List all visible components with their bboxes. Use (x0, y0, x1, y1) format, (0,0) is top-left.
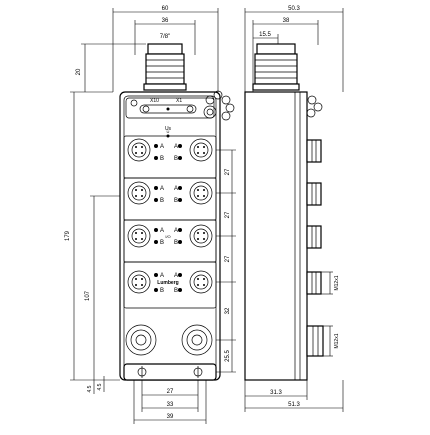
dim-bottom-33: 33 (167, 402, 174, 408)
front-view: 60 36 7/8" 20 179 107 4.5 4.5 (65, 6, 236, 424)
dim-overall-height: 179 (65, 230, 71, 241)
row4-label-a: A (160, 273, 164, 279)
thread-label: 7/8" (160, 34, 170, 40)
top-connector-nut (143, 83, 187, 91)
dim-bottom-27: 27 (167, 389, 174, 395)
m12-port-2 (189, 138, 213, 162)
dim-pitch-2: 27 (225, 211, 231, 218)
label-x1: X1 (176, 98, 182, 104)
dim-bottom-39: 39 (167, 414, 174, 420)
dim-pitch-3: 27 (225, 255, 231, 262)
side-dim-overall-width: 50.3 (288, 6, 300, 12)
power-port-right (181, 324, 213, 356)
svg-text:B: B (174, 156, 178, 162)
row4-label-b: B (160, 288, 164, 294)
brand-logo: Lumberg (157, 280, 178, 286)
power-port-left (125, 324, 157, 356)
row1-label-a: A (160, 144, 164, 150)
dim-pitch-4: 32 (225, 307, 231, 314)
svg-text:A: A (174, 186, 178, 192)
dim-overall-width: 60 (162, 6, 169, 12)
dim-lower-height: 107 (85, 290, 91, 301)
svg-text:B: B (174, 288, 178, 294)
side-dim-top-width: 38 (283, 18, 290, 24)
side-thread-1: M12x1 (334, 275, 340, 290)
port-row-3: A B A B I/O (123, 219, 217, 263)
port-row-2: A B A B (123, 177, 217, 221)
label-us: Us (165, 126, 172, 132)
row3-label-a: A (160, 228, 164, 234)
side-housing (244, 91, 308, 381)
side-connector-nut (252, 83, 300, 91)
dust-cap (203, 90, 235, 121)
svg-text:B: B (174, 198, 178, 204)
svg-text:A: A (174, 144, 178, 150)
port-row-1: A B A B (123, 135, 217, 179)
side-connector-thread (254, 53, 298, 85)
side-view: 50.3 38 15.5 (244, 6, 344, 412)
side-connector-cap (256, 43, 296, 55)
row2-label-a: A (160, 186, 164, 192)
m12-port-1 (127, 138, 151, 162)
mount-hole-top (130, 99, 138, 107)
side-thread-2: M12x1 (334, 333, 340, 348)
side-dust-cap (306, 95, 323, 118)
top-connector-cap (147, 43, 183, 55)
side-ports (306, 139, 324, 357)
dim-connector-height: 20 (76, 68, 82, 75)
port-row-4: A B A B Lumberg (123, 261, 217, 309)
row2-label-b: B (160, 198, 164, 204)
label-x10: X10 (150, 98, 159, 104)
top-connector-thread (145, 53, 185, 85)
label-io: I/O (165, 234, 170, 239)
power-connectors (125, 324, 213, 356)
svg-text:U: U (167, 129, 170, 134)
dim-left-small-2: 4.5 (97, 383, 103, 390)
dim-pitch-5: 25.5 (225, 350, 231, 362)
dim-pitch-1: 27 (225, 168, 231, 175)
side-dim-depth-1: 31.3 (270, 390, 282, 396)
dim-left-small-1: 4.5 (87, 385, 93, 392)
row3-label-b: B (160, 240, 164, 246)
svg-text:A: A (174, 273, 178, 279)
svg-text:A: A (174, 228, 178, 234)
side-dim-depth-2: 51.3 (288, 402, 300, 408)
row1-label-b: B (160, 156, 164, 162)
dim-connector-width: 36 (162, 18, 169, 24)
side-dim-connector-offset: 15.5 (259, 32, 271, 38)
svg-text:B: B (174, 240, 178, 246)
